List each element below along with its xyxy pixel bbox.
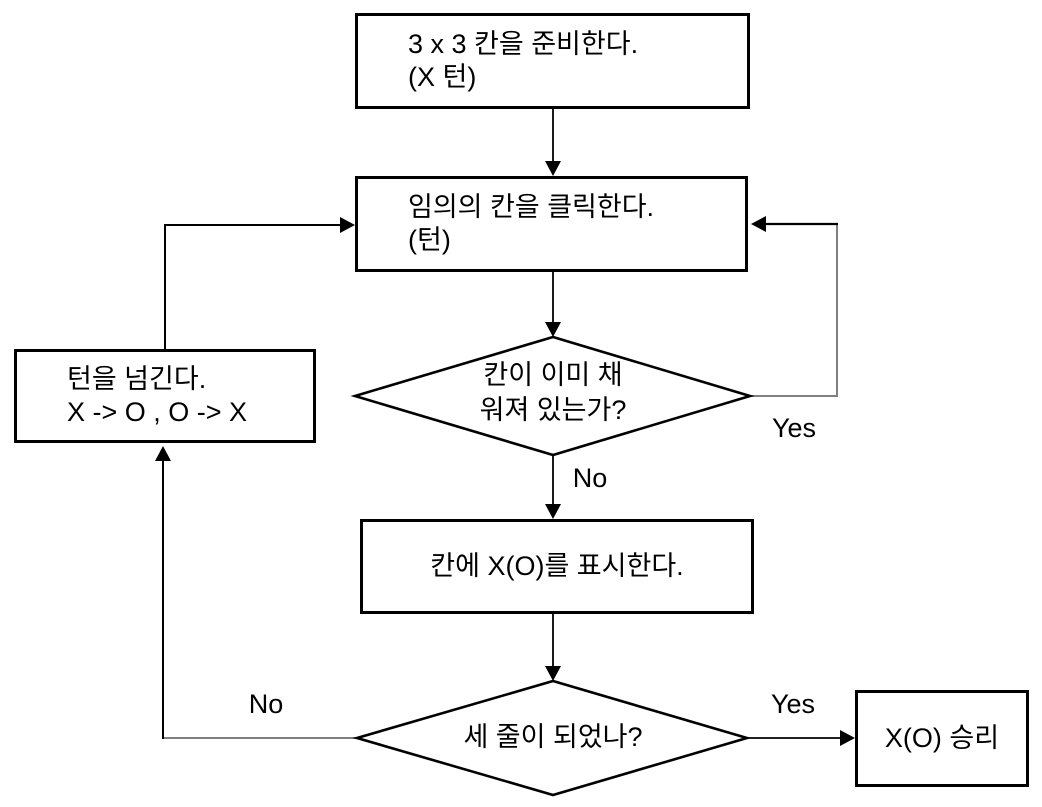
cell-filled-check-diamond (350, 335, 755, 457)
cell-filled-check-label: 칸이 이미 채 워져 있는가? (403, 358, 703, 428)
pass-turn-line2: X -> O , O -> X (67, 397, 248, 427)
arrowhead-into-pass-turn (155, 446, 171, 461)
three-in-row-check-label: 세 줄이 되었나? (403, 720, 703, 755)
click-box: 임의의 칸을 클릭한다. (턴) (355, 176, 748, 272)
mark-cell-label: 칸에 X(O)를 표시한다. (430, 551, 684, 581)
click-box-line1: 임의의 칸을 클릭한다. (408, 192, 655, 222)
three-in-row-yes-label: Yes (770, 689, 816, 719)
pass-turn-line1: 턴을 넘긴다. (67, 364, 207, 394)
cell-filled-check-line1: 칸이 이미 채 (483, 360, 623, 390)
connector-pass-turn-to-click (164, 224, 342, 349)
mark-cell-box: 칸에 X(O)를 표시한다. (360, 519, 754, 614)
click-box-line2: (턴) (408, 225, 451, 255)
connector-filled-yes-loop-gray (750, 224, 838, 397)
arrowhead-into-click-left (340, 217, 355, 233)
win-box: X(O) 승리 (855, 690, 1029, 787)
arrowhead-into-three-check (545, 666, 561, 681)
arrowhead-into-mark (545, 504, 561, 519)
cell-filled-no-label: No (572, 463, 608, 493)
prepare-box-line2: (X 턴) (408, 62, 477, 92)
arrowhead-into-filled-check (545, 322, 561, 337)
prepare-box-line1: 3 x 3 칸을 준비한다. (408, 29, 639, 59)
arrowhead-into-win (840, 730, 855, 746)
three-in-row-check-diamond (352, 679, 752, 797)
arrowhead-into-click-right (751, 216, 766, 232)
win-box-label: X(O) 승리 (884, 723, 1000, 753)
cell-filled-check-line2: 워져 있는가? (479, 395, 627, 425)
arrowhead-into-click-top (545, 161, 561, 176)
prepare-box: 3 x 3 칸을 준비한다. (X 턴) (355, 13, 750, 109)
three-in-row-check-line1: 세 줄이 되었나? (463, 722, 643, 752)
three-in-row-no-label: No (248, 689, 284, 719)
cell-filled-yes-label: Yes (771, 413, 817, 443)
pass-turn-box: 턴을 넘긴다. X -> O , O -> X (14, 349, 316, 443)
